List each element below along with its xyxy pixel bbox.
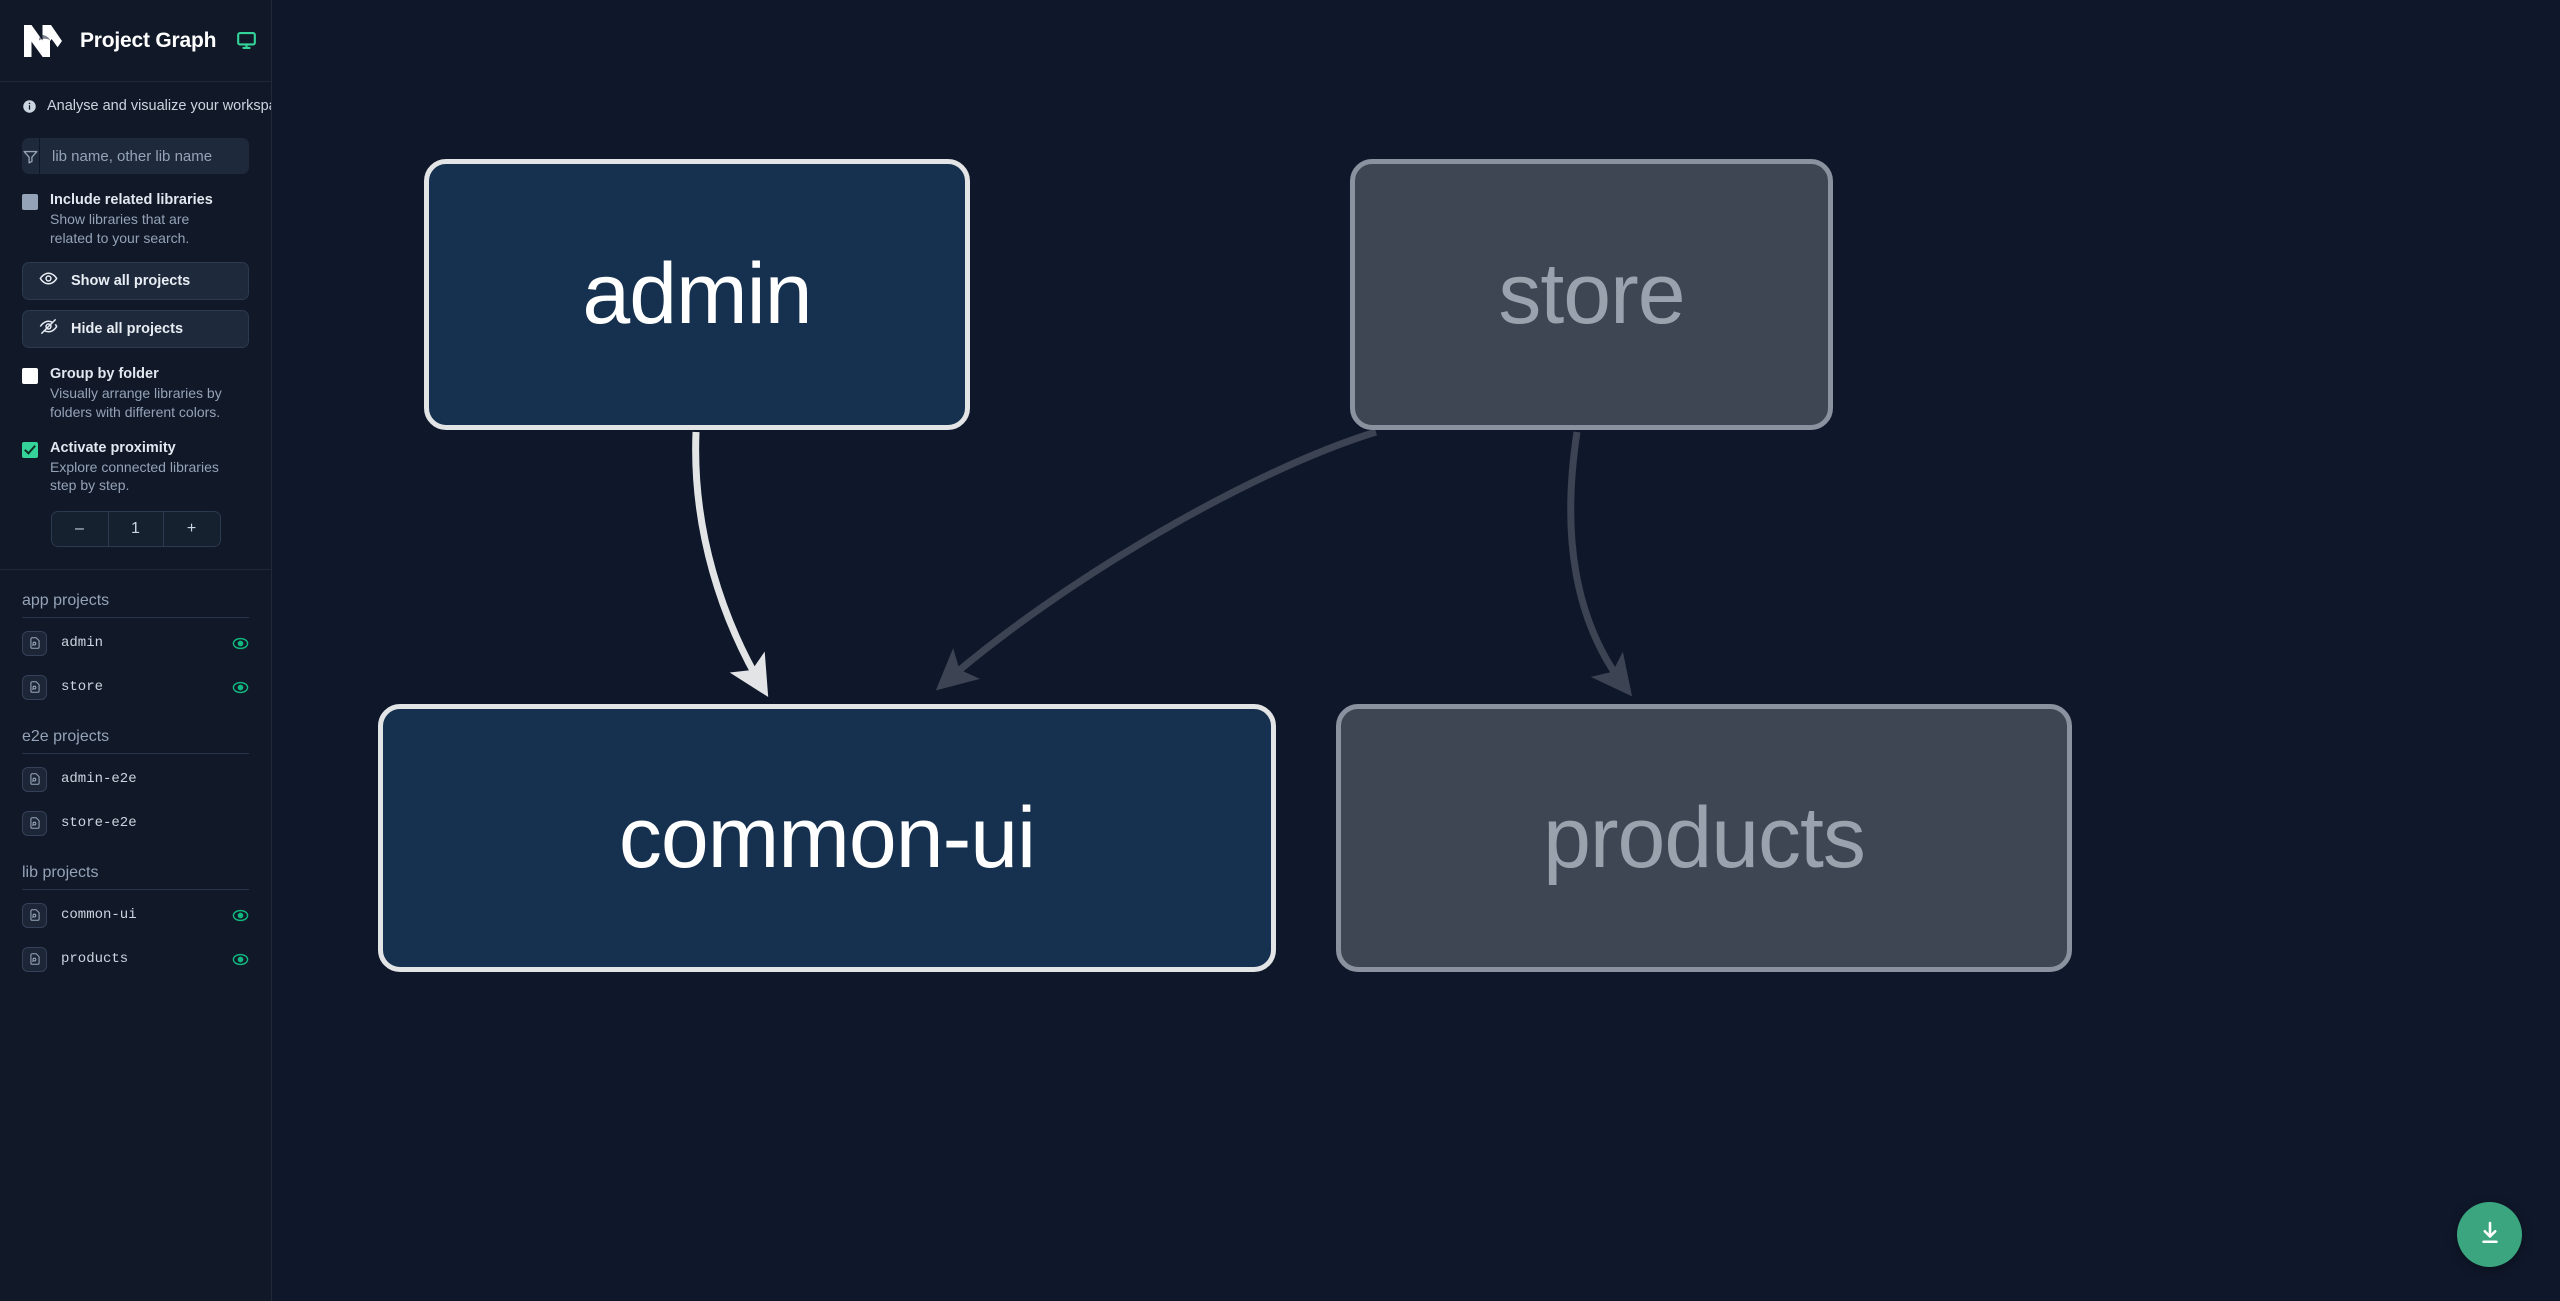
hide-all-projects-button[interactable]: Hide all projects [22,309,249,348]
filter-icon-box [22,138,40,174]
graph-node-label: common-ui [618,789,1036,886]
project-visibility-toggle[interactable] [232,679,249,696]
include-related-libraries-checkbox[interactable] [22,194,38,210]
edge-store-to-common-ui [935,428,1378,691]
download-icon [2476,1219,2504,1250]
project-row-store[interactable]: store [22,668,249,706]
project-group-title: app projects [22,592,249,619]
include-related-libraries-description: Show libraries that are related to your … [50,211,190,246]
proximity-stepper-wrap: – 1 + [0,495,271,548]
project-name: admin [61,635,104,652]
group-by-folder-option[interactable]: Group by folder Visually arrange librari… [0,348,271,422]
project-row-products[interactable]: products [22,940,249,978]
graph-node-store[interactable]: store [1350,159,1833,430]
edge-store-to-products [1567,431,1633,697]
project-name: store [61,679,104,696]
project-name: admin-e2e [61,771,137,788]
project-name: store-e2e [61,815,137,832]
graph-node-label: store [1498,246,1685,342]
sidebar-scroll-area[interactable]: Project Graph Analyse and visualize your… [0,0,271,1301]
sidebar: Project Graph Analyse and visualize your… [0,0,272,1301]
project-icon [22,946,47,972]
graph-node-products[interactable]: products [1336,704,2072,972]
project-row-admin-e2e[interactable]: admin-e2e [22,760,249,798]
graph-edges [692,428,1633,698]
project-name: products [61,951,129,968]
group-by-folder-description: Visually arrange libraries by folders wi… [50,384,222,420]
project-name: common-ui [61,907,137,924]
hide-all-projects-label: Hide all projects [71,320,184,337]
project-icon [22,630,47,656]
tagline-row: Analyse and visualize your workspace. [0,82,271,128]
graph-canvas[interactable]: admin store common-ui products [272,0,2560,1301]
include-related-libraries-label: Include related libraries [50,192,213,208]
page-title: Project Graph [80,28,217,52]
project-visibility-toggle[interactable] [232,635,249,652]
project-group-title: lib projects [22,864,249,891]
project-icon [22,674,47,700]
project-icon [22,902,47,928]
group-by-folder-checkbox[interactable] [22,367,38,384]
eye-off-icon [39,317,58,340]
project-row-common-ui[interactable]: common-ui [22,896,249,934]
info-circle-icon [22,99,37,114]
show-all-projects-label: Show all projects [71,272,191,289]
nx-logo-icon [22,21,64,61]
tagline-text: Analyse and visualize your workspace. [47,98,271,114]
activate-proximity-label: Activate proximity [50,439,176,456]
project-group-e2e: e2e projects admin-e2e store-e2e [0,706,271,842]
graph-node-label: admin [582,246,812,342]
project-row-admin[interactable]: admin [22,624,249,662]
project-group-title: e2e projects [22,728,249,755]
eye-icon [39,269,58,292]
group-by-folder-label: Group by folder [50,365,159,382]
search-input[interactable] [40,138,249,174]
activate-proximity-checkbox[interactable] [22,441,38,458]
edge-admin-to-common-ui [692,431,769,698]
proximity-increment-button[interactable]: + [163,512,220,547]
project-group-app: app projects admin store [0,570,271,706]
proximity-stepper[interactable]: – 1 + [50,511,221,548]
sidebar-header: Project Graph [0,0,271,82]
project-icon [22,810,47,836]
activate-proximity-option[interactable]: Activate proximity Explore connected lib… [0,422,271,496]
include-related-libraries-option[interactable]: Include related libraries Show libraries… [0,174,271,248]
proximity-decrement-button[interactable]: – [51,512,108,547]
monitor-icon[interactable] [236,30,257,51]
sidebar-divider [0,569,271,571]
project-group-lib: lib projects common-ui products [0,842,271,978]
project-visibility-toggle[interactable] [232,907,249,924]
graph-node-admin[interactable]: admin [424,159,970,430]
project-visibility-toggle[interactable] [232,951,249,968]
visibility-buttons: Show all projects Hide all projects [0,248,271,348]
show-all-projects-button[interactable]: Show all projects [22,261,249,300]
project-icon [22,766,47,792]
project-row-store-e2e[interactable]: store-e2e [22,804,249,842]
activate-proximity-description: Explore connected libraries step by step… [50,458,219,494]
funnel-icon [22,148,39,165]
download-graph-button[interactable] [2457,1202,2522,1267]
graph-node-label: products [1543,789,1866,886]
search-bar[interactable] [22,138,249,174]
proximity-value: 1 [107,512,164,547]
graph-node-common-ui[interactable]: common-ui [378,704,1276,972]
